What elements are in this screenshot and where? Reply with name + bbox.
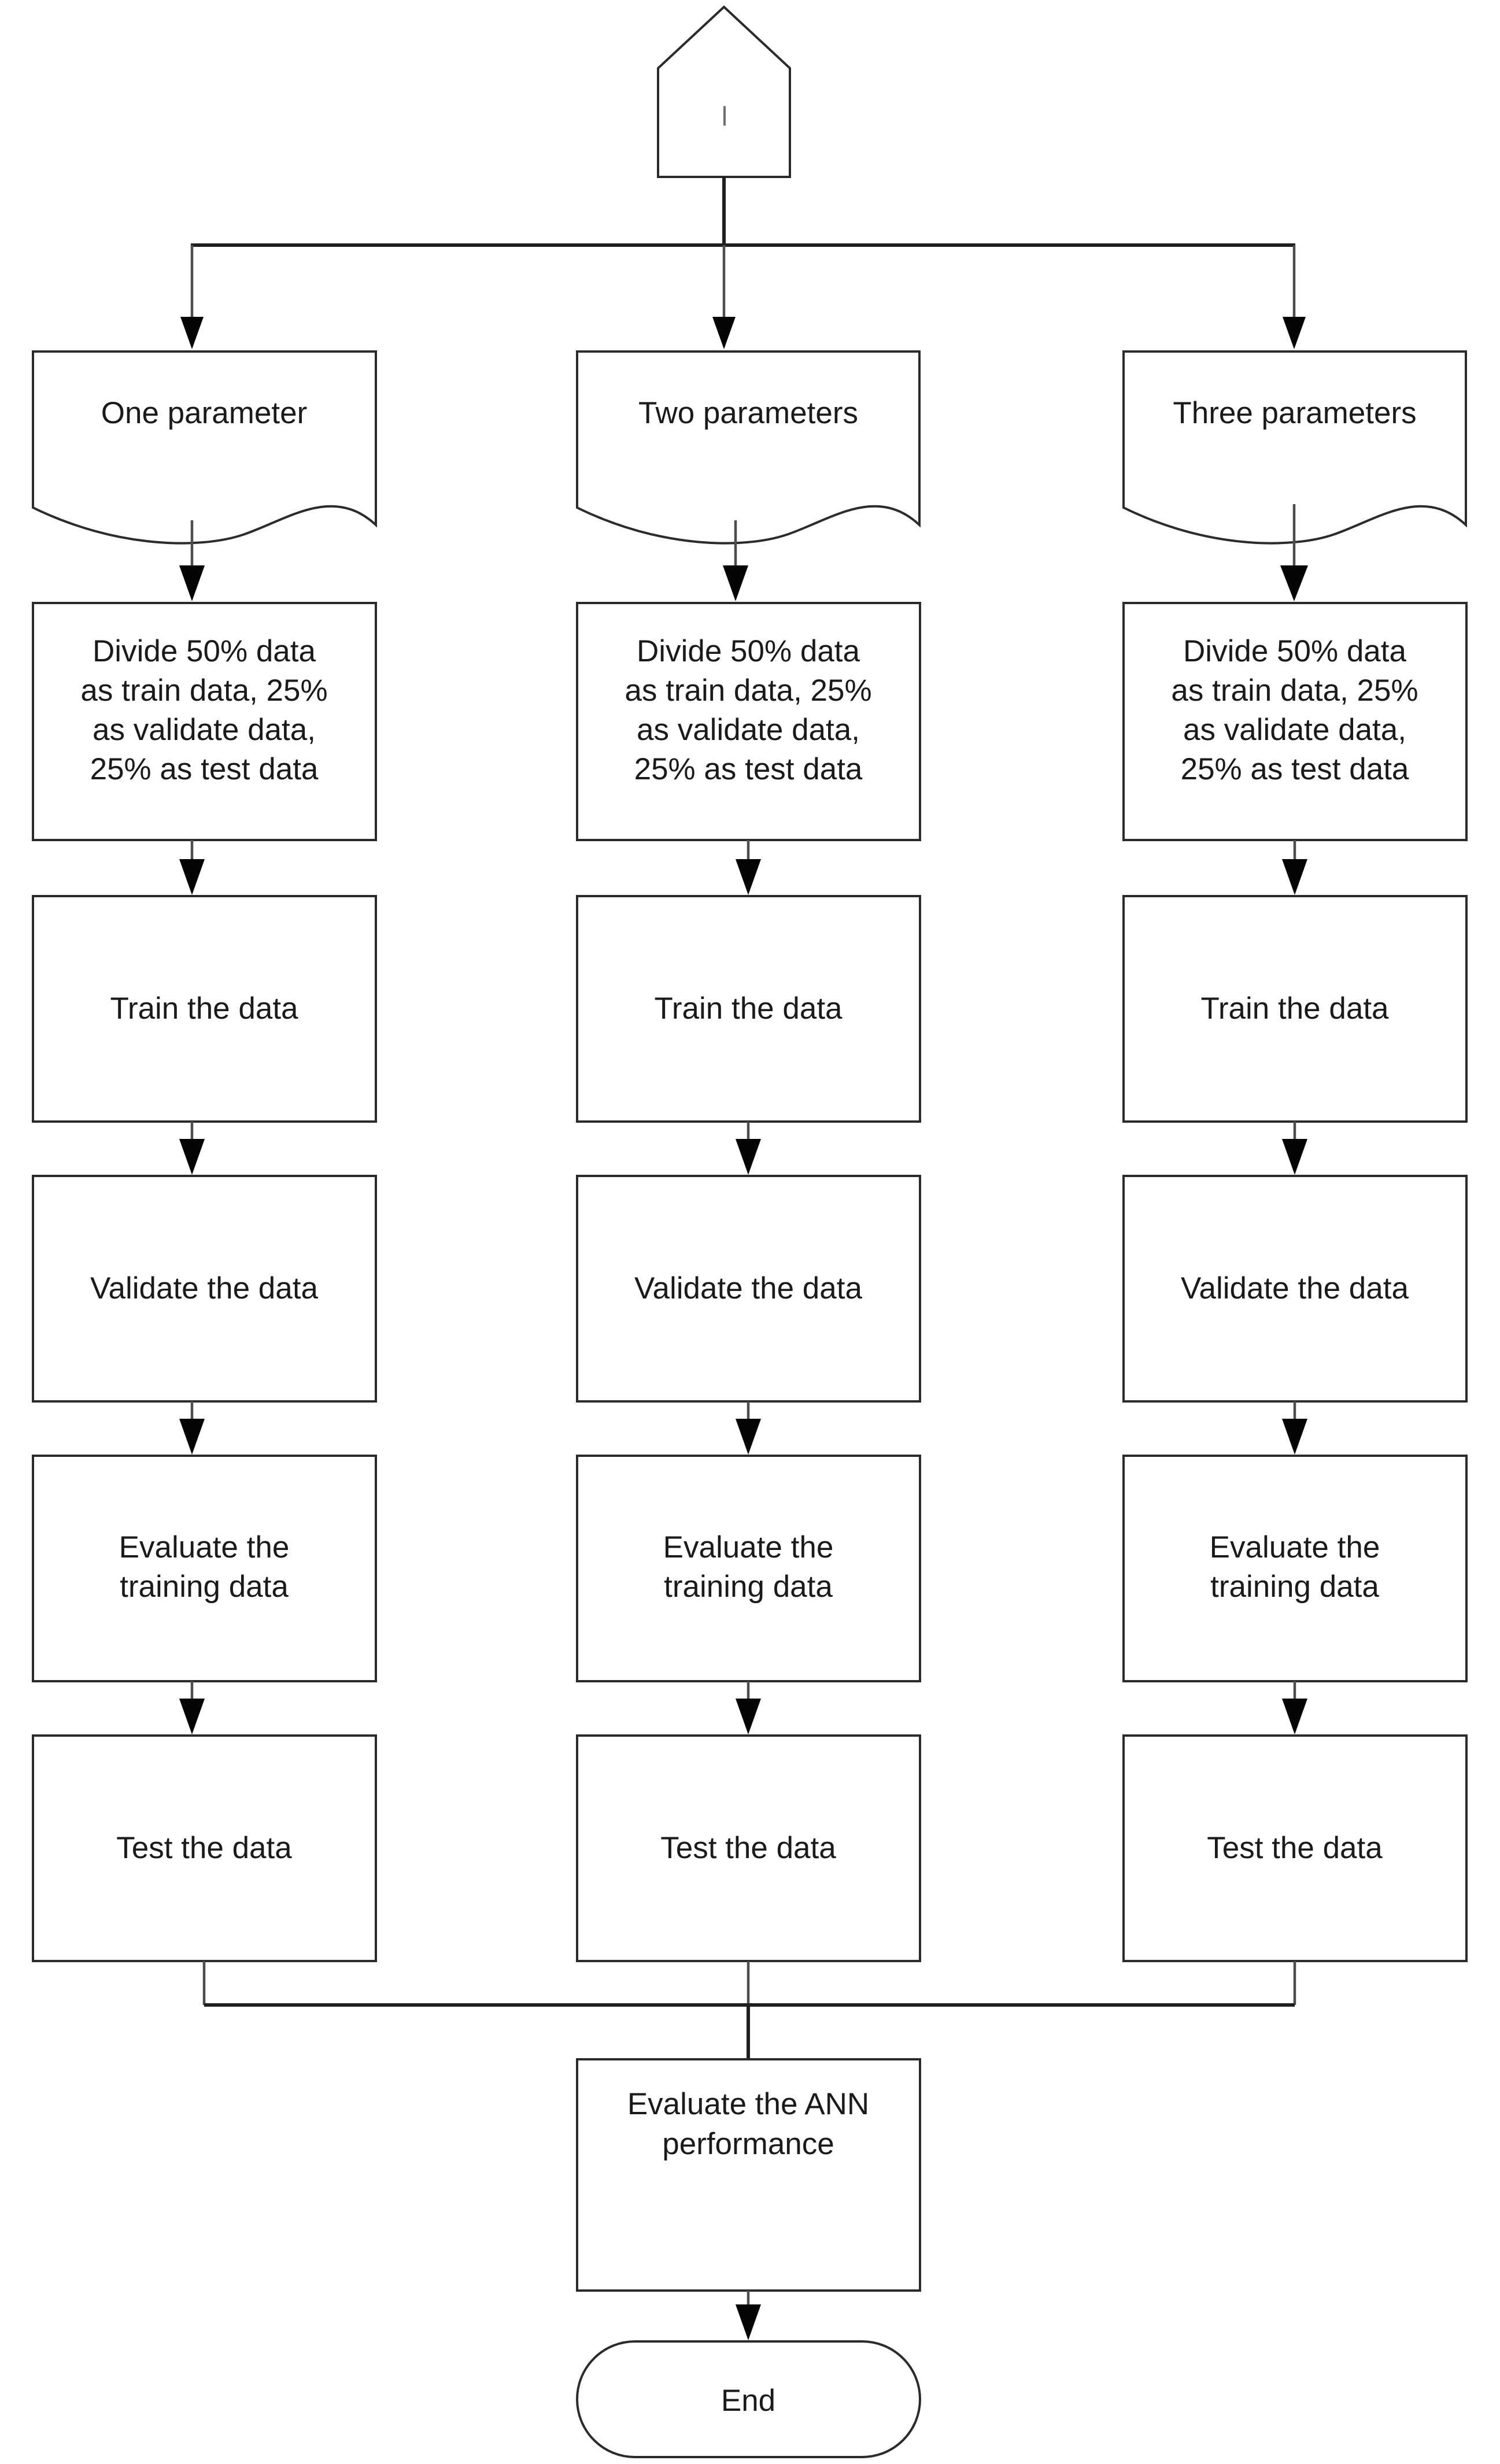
node-test-two[interactable]: Test the data [576,1734,921,1962]
node-validate-two[interactable]: Validate the data [576,1175,921,1403]
node-label-evaluate-ann-line1: Evaluate the ANN [627,2087,869,2121]
node-label-test-one: Test the data [116,1831,292,1865]
node-label-evaluate-two-line2: training data [664,1570,833,1604]
node-label-evaluate-three-line2: training data [1210,1570,1379,1604]
document-shape-three [1122,350,1467,545]
arrowhead-three-3 [1282,1419,1307,1455]
document-shape-two [576,350,921,545]
node-divide-one[interactable]: Divide 50% data as train data, 25% as va… [32,602,377,841]
arrowhead-split-col1 [180,317,204,349]
node-input-one[interactable]: One parameter [32,350,377,545]
end-node[interactable]: End [576,2340,921,2458]
node-label-test-three: Test the data [1207,1831,1383,1865]
node-label-input-two: Two parameters [638,396,858,430]
process-rect-evaluate-ann [576,2058,921,2292]
arrowhead-three-1 [1282,859,1307,895]
node-label-divide-one-line3: as validate data, [93,713,316,747]
start-pentagon-shape [657,5,791,178]
arrowhead-split-col3 [1283,317,1306,349]
process-rect-test-one [32,1734,377,1962]
node-input-three[interactable]: Three parameters [1122,350,1467,545]
start-label: l [722,101,727,131]
document-shape-one [32,350,377,545]
node-label-validate-three: Validate the data [1181,1271,1409,1305]
process-rect-test-three [1122,1734,1468,1962]
node-label-evaluate-three-line1: Evaluate the [1210,1530,1380,1564]
arrowhead-two-2 [736,1139,761,1175]
arrowhead-three-2 [1282,1139,1307,1175]
node-label-divide-three-line4: 25% as test data [1181,752,1409,786]
node-train-two[interactable]: Train the data [576,895,921,1123]
node-label-divide-two-line2: as train data, 25% [625,674,871,708]
node-evaluate-ann[interactable]: Evaluate the ANN performance [576,2058,921,2292]
branch-one-parameter: One parameter Divide 50% data as train d… [32,350,377,1962]
arrowhead-one-0 [179,565,205,601]
node-label-divide-three-line3: as validate data, [1183,713,1406,747]
process-rect-evaluate-two [576,1455,921,1682]
node-evaluate-two[interactable]: Evaluate the training data [576,1455,921,1682]
process-rect-train-three [1122,895,1468,1123]
node-evaluate-one[interactable]: Evaluate the training data [32,1455,377,1682]
node-label-end: End [721,2384,775,2418]
node-validate-one[interactable]: Validate the data [32,1175,377,1403]
node-label-evaluate-two-line1: Evaluate the [663,1530,834,1564]
node-test-three[interactable]: Test the data [1122,1734,1468,1962]
arrowhead-two-0 [723,565,748,601]
node-divide-three[interactable]: Divide 50% data as train data, 25% as va… [1122,602,1468,841]
node-label-evaluate-one-line2: training data [120,1570,289,1604]
arrowhead-one-4 [179,1699,205,1734]
arrowhead-to-end [736,2304,761,2340]
node-label-validate-one: Validate the data [90,1271,318,1305]
start-node[interactable]: l [657,5,791,178]
node-label-train-three: Train the data [1200,991,1389,1026]
node-input-two[interactable]: Two parameters [576,350,921,545]
branch-two-parameters: Two parameters Divide 50% data as train … [576,350,921,1962]
arrowhead-two-1 [736,859,761,895]
node-label-divide-two-line1: Divide 50% data [637,634,860,668]
process-rect-divide-one [32,602,377,841]
node-validate-three[interactable]: Validate the data [1122,1175,1468,1403]
node-label-divide-three-line2: as train data, 25% [1171,674,1418,708]
process-rect-train-one [32,895,377,1123]
branch-three-parameters: Three parameters Divide 50% data as trai… [1122,350,1468,1962]
node-train-three[interactable]: Train the data [1122,895,1468,1123]
arrowhead-two-4 [736,1699,761,1734]
node-label-divide-one-line4: 25% as test data [90,752,319,786]
node-test-one[interactable]: Test the data [32,1734,377,1962]
arrowhead-three-0 [1280,565,1308,601]
arrowhead-one-2 [179,1139,205,1175]
node-divide-two[interactable]: Divide 50% data as train data, 25% as va… [576,602,921,841]
node-label-divide-one-line1: Divide 50% data [93,634,316,668]
node-label-train-two: Train the data [654,991,843,1026]
terminator-shape-end [576,2340,921,2458]
process-rect-validate-three [1122,1175,1468,1403]
node-label-train-one: Train the data [110,991,298,1026]
process-rect-validate-one [32,1175,377,1403]
arrowhead-one-1 [179,859,205,895]
process-rect-test-two [576,1734,921,1962]
node-label-evaluate-ann-line2: performance [662,2127,834,2161]
node-label-divide-one-line2: as train data, 25% [80,674,327,708]
node-label-input-one: One parameter [101,396,307,430]
process-rect-evaluate-three [1122,1455,1468,1682]
node-label-divide-two-line4: 25% as test data [634,752,863,786]
process-rect-evaluate-one [32,1455,377,1682]
process-rect-validate-two [576,1175,921,1403]
node-label-validate-two: Validate the data [634,1271,862,1305]
node-label-divide-three-line1: Divide 50% data [1183,634,1406,668]
node-label-divide-two-line3: as validate data, [637,713,860,747]
node-label-evaluate-one-line1: Evaluate the [119,1530,290,1564]
node-label-input-three: Three parameters [1173,396,1416,430]
process-rect-divide-three [1122,602,1468,841]
arrowhead-one-3 [179,1419,205,1455]
arrowhead-two-3 [736,1419,761,1455]
node-train-one[interactable]: Train the data [32,895,377,1123]
arrowhead-split-col2 [712,317,736,349]
arrowhead-three-4 [1282,1699,1307,1734]
node-evaluate-three[interactable]: Evaluate the training data [1122,1455,1468,1682]
node-label-test-two: Test the data [660,1831,836,1865]
process-rect-divide-two [576,602,921,841]
